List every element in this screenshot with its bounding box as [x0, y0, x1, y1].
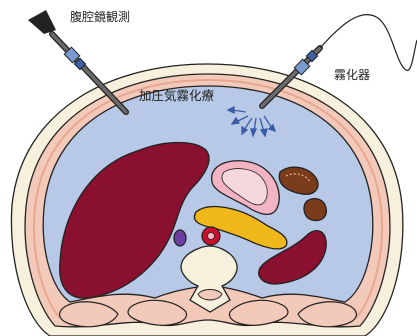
kidney [304, 199, 326, 221]
nebulizer-tube [320, 15, 417, 71]
nebulizer-label: 霧化器 [334, 69, 370, 81]
laparoscope-eyepiece [28, 10, 56, 34]
therapy-label: 加圧気霧化療 [139, 90, 214, 103]
laparoscope-label: 腹腔鏡観測 [70, 11, 130, 23]
vena-cava [174, 230, 186, 246]
laparoscope-instrument [28, 10, 126, 112]
aorta-lumen [208, 233, 215, 240]
vertebral-canal [198, 290, 222, 301]
